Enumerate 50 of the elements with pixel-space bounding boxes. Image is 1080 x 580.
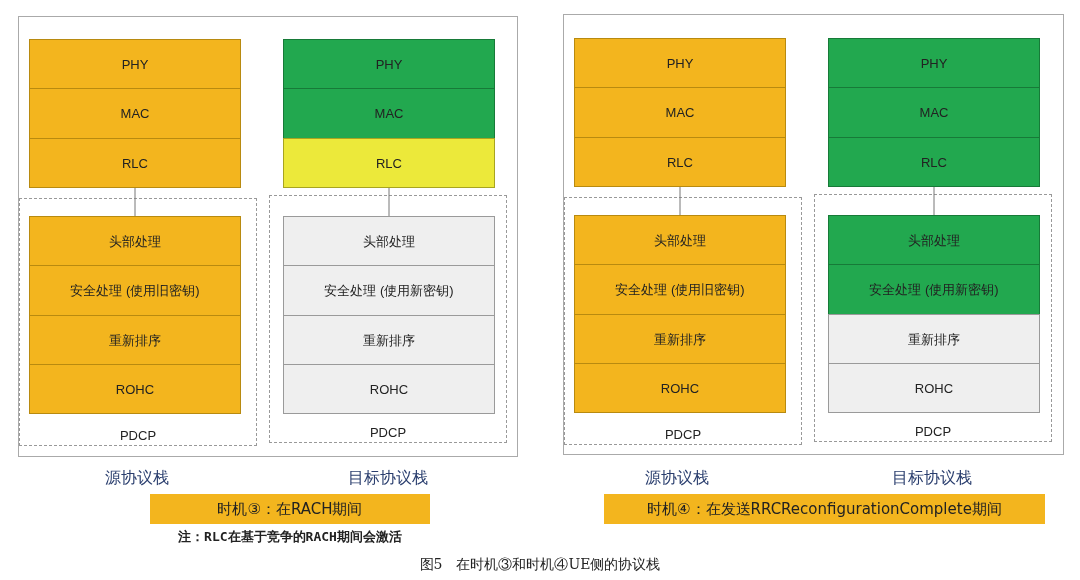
timing-banner: 时机③：在RACH期间 bbox=[150, 494, 430, 524]
connector-line bbox=[933, 186, 935, 216]
protocol-layer-box: RLC bbox=[828, 137, 1040, 187]
protocol-layer-box: 重新排序 bbox=[29, 315, 241, 365]
protocol-layer-box: 安全处理 (使用新密钥) bbox=[283, 265, 495, 316]
protocol-layer-box: MAC bbox=[574, 87, 786, 138]
protocol-layer-box: ROHC bbox=[29, 364, 241, 414]
protocol-layer-box: PHY bbox=[29, 39, 241, 89]
protocol-layer-box: PHY bbox=[283, 39, 495, 89]
panel-frame bbox=[18, 16, 518, 457]
protocol-layer-box: MAC bbox=[828, 87, 1040, 138]
protocol-layer-box: RLC bbox=[283, 138, 495, 188]
protocol-layer-box: 头部处理 bbox=[29, 216, 241, 266]
protocol-layer-box: 头部处理 bbox=[574, 215, 786, 265]
group-title: PDCP bbox=[663, 427, 703, 442]
protocol-layer-box: 重新排序 bbox=[574, 314, 786, 364]
group-title: PDCP bbox=[913, 424, 953, 439]
protocol-layer-box: ROHC bbox=[828, 363, 1040, 413]
protocol-layer-box: 重新排序 bbox=[283, 315, 495, 365]
stack-label: 源协议栈 bbox=[645, 468, 709, 489]
protocol-layer-box: 安全处理 (使用新密钥) bbox=[828, 264, 1040, 315]
timing-banner: 时机④：在发送RRCReconfigurationComplete期间 bbox=[604, 494, 1045, 524]
protocol-layer-box: ROHC bbox=[574, 363, 786, 413]
panel-frame bbox=[563, 14, 1064, 455]
note-text: 注：RLC在基于竞争的RACH期间会激活 bbox=[178, 528, 402, 546]
protocol-layer-box: PHY bbox=[828, 38, 1040, 88]
figure-caption: 图5 在时机③和时机④UE侧的协议栈 bbox=[419, 556, 661, 574]
protocol-layer-box: PHY bbox=[574, 38, 786, 88]
group-title: PDCP bbox=[118, 428, 158, 443]
dashed-group-box bbox=[19, 198, 257, 446]
stack-label: 目标协议栈 bbox=[892, 468, 972, 489]
connector-line bbox=[134, 187, 136, 217]
protocol-layer-box: ROHC bbox=[283, 364, 495, 414]
stack-label: 源协议栈 bbox=[105, 468, 169, 489]
protocol-layer-box: 安全处理 (使用旧密钥) bbox=[29, 265, 241, 316]
protocol-layer-box: 安全处理 (使用旧密钥) bbox=[574, 264, 786, 315]
group-title: PDCP bbox=[368, 425, 408, 440]
protocol-layer-box: 头部处理 bbox=[828, 215, 1040, 265]
connector-line bbox=[388, 187, 390, 217]
dashed-group-box bbox=[564, 197, 802, 445]
protocol-layer-box: MAC bbox=[283, 88, 495, 139]
protocol-layer-box: 重新排序 bbox=[828, 314, 1040, 364]
protocol-layer-box: RLC bbox=[29, 138, 241, 188]
dashed-group-box bbox=[814, 194, 1052, 442]
protocol-layer-box: MAC bbox=[29, 88, 241, 139]
stack-label: 目标协议栈 bbox=[348, 468, 428, 489]
dashed-group-box bbox=[269, 195, 507, 443]
protocol-layer-box: 头部处理 bbox=[283, 216, 495, 266]
connector-line bbox=[679, 186, 681, 216]
protocol-layer-box: RLC bbox=[574, 137, 786, 187]
